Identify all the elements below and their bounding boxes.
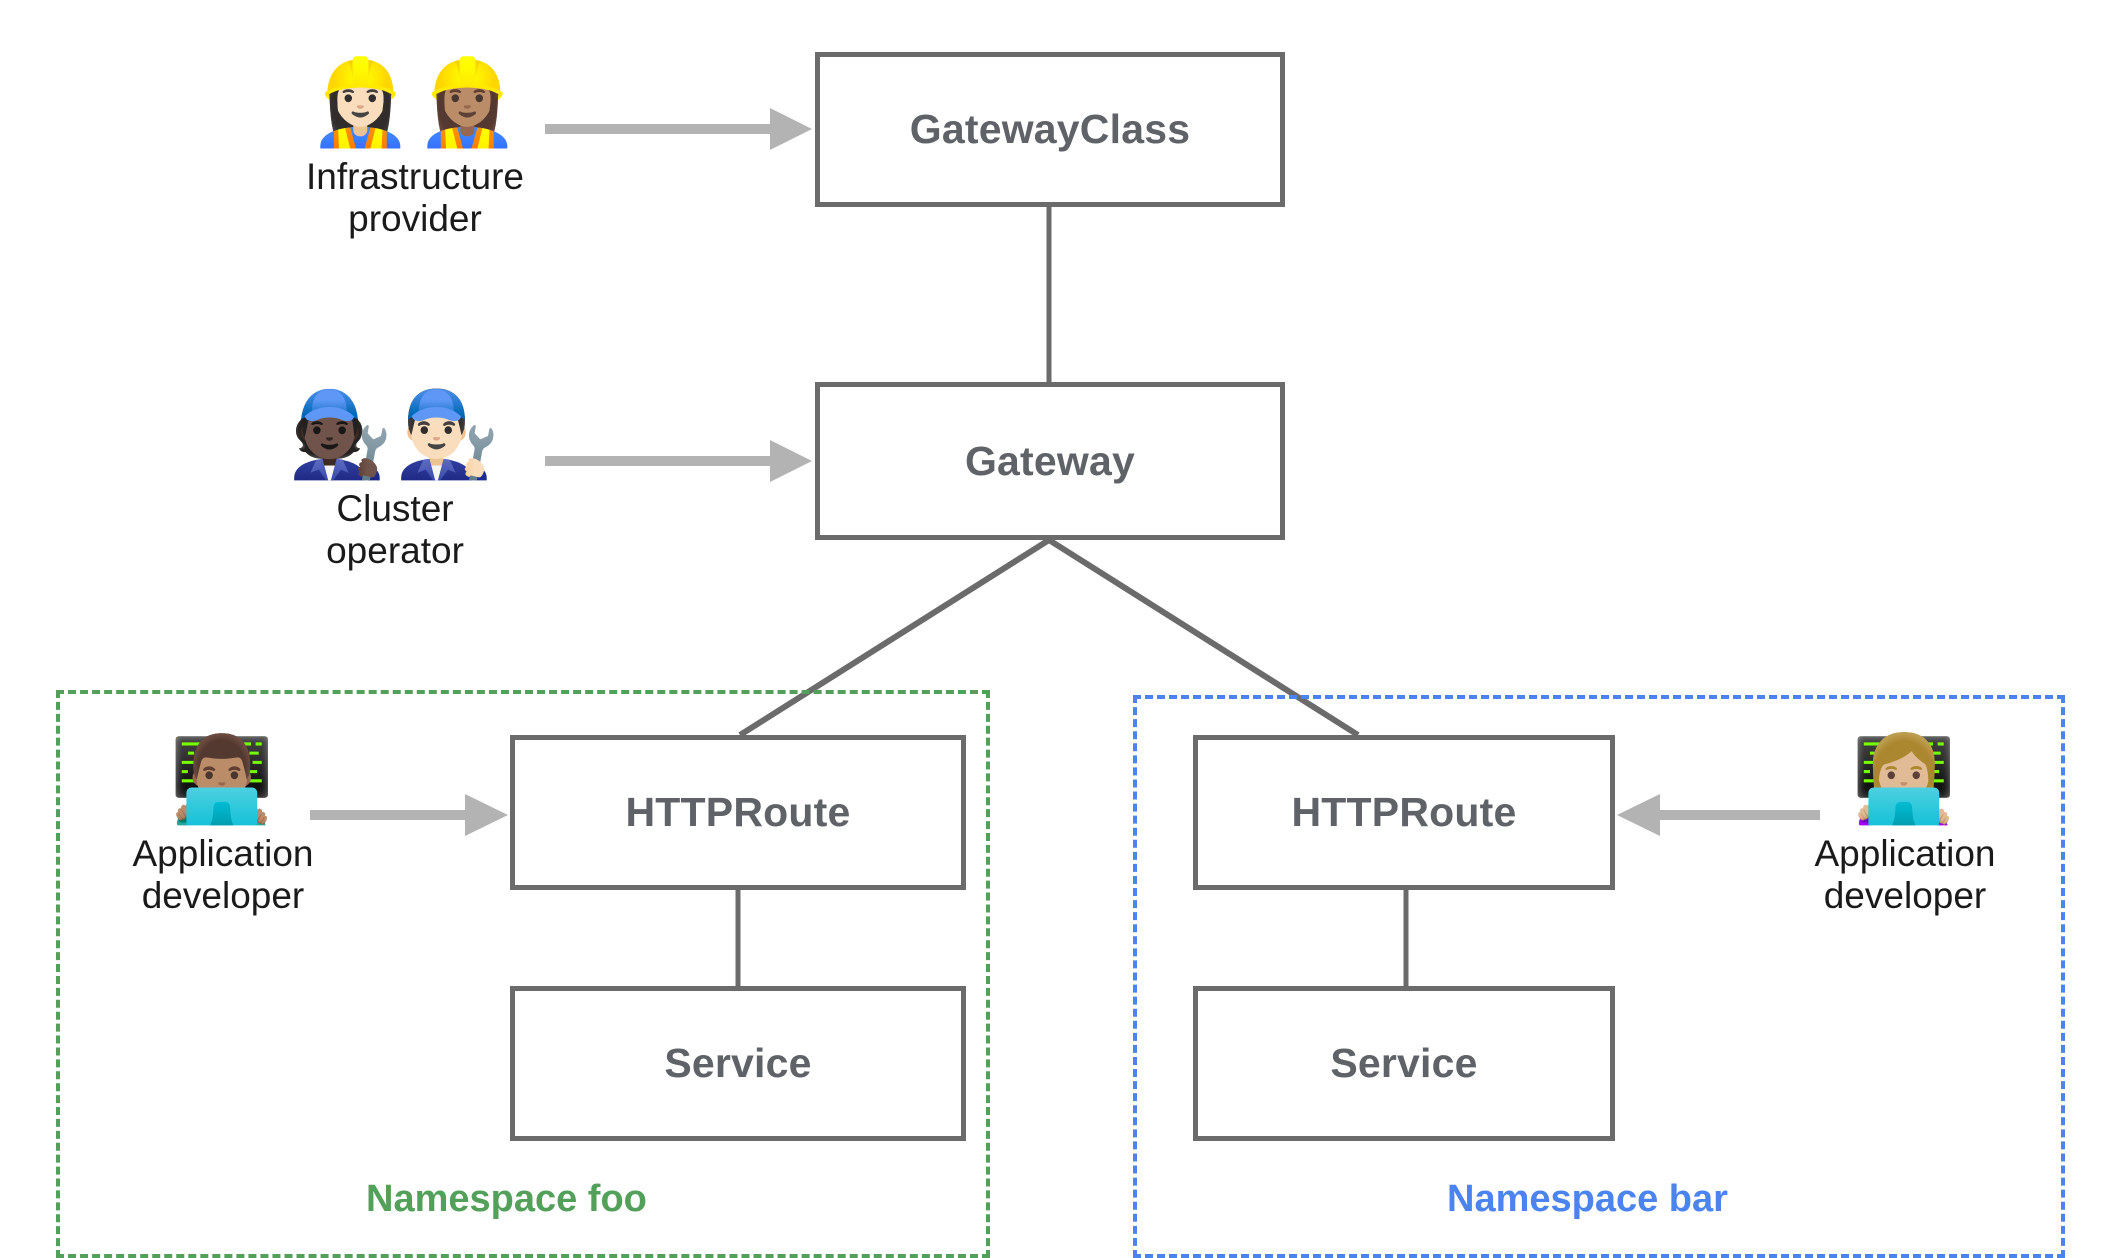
node-httproute-bar-label: HTTPRoute — [1291, 789, 1517, 835]
persona-label-line1: Application — [132, 833, 314, 875]
node-gatewayclass[interactable]: GatewayClass — [815, 52, 1285, 207]
persona-application-developer-foo-label: Application developer — [132, 833, 313, 916]
mechanic-emoji: 🧑🏿‍🔧👨🏻‍🔧 — [288, 385, 502, 483]
node-service-foo-label: Service — [664, 1040, 812, 1086]
node-service-bar-label: Service — [1330, 1040, 1478, 1086]
persona-application-developer-bar: 👩🏼‍💻 Application developer — [1725, 735, 2085, 916]
node-service-foo[interactable]: Service — [510, 986, 966, 1141]
namespace-bar-container — [1133, 695, 2065, 1258]
technologist-emoji: 👨🏽‍💻 — [169, 730, 277, 828]
node-httproute-foo-label: HTTPRoute — [625, 789, 851, 835]
persona-label-line2: provider — [348, 197, 482, 239]
arrow-operator-to-gateway — [545, 440, 812, 482]
persona-label-line1: Cluster — [336, 488, 454, 530]
namespace-foo-container — [56, 690, 990, 1258]
construction-worker-emoji: 👷🏻‍♀️👷🏽‍♀️ — [308, 53, 522, 151]
persona-infrastructure-provider-label: Infrastructure provider — [306, 156, 524, 239]
persona-application-developer-bar-label: Application developer — [1814, 833, 1995, 916]
persona-cluster-operator-label: Cluster operator — [326, 488, 464, 571]
persona-label-line2: operator — [326, 529, 464, 571]
persona-label-line1: Application — [1814, 833, 1996, 875]
persona-application-developer-foo: 👨🏽‍💻 Application developer — [43, 735, 403, 916]
persona-label-line2: developer — [1823, 874, 1987, 916]
persona-cluster-operator: 🧑🏿‍🔧👨🏻‍🔧 Cluster operator — [215, 390, 575, 571]
persona-label-line1: Infrastructure — [306, 156, 524, 198]
technologist-emoji: 👩🏼‍💻 — [1851, 730, 1959, 828]
persona-label-line2: developer — [141, 874, 305, 916]
node-httproute-foo[interactable]: HTTPRoute — [510, 735, 966, 890]
namespace-bar-label: Namespace bar — [1447, 1178, 1728, 1220]
node-gateway-label: Gateway — [964, 437, 1136, 484]
node-gatewayclass-label: GatewayClass — [909, 106, 1191, 152]
node-gateway[interactable]: Gateway — [815, 382, 1285, 540]
node-service-bar[interactable]: Service — [1193, 986, 1615, 1141]
persona-infrastructure-provider: 👷🏻‍♀️👷🏽‍♀️ Infrastructure provider — [235, 58, 595, 239]
namespace-foo-label: Namespace foo — [366, 1178, 647, 1220]
node-httproute-bar[interactable]: HTTPRoute — [1193, 735, 1615, 890]
